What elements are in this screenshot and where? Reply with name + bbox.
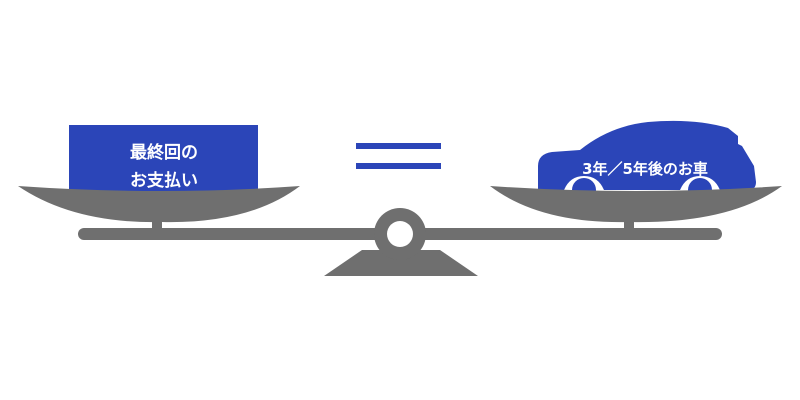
scale-pivot-hole <box>387 221 413 247</box>
car-body <box>538 120 756 190</box>
final-payment-line1: 最終回の <box>130 142 198 163</box>
scale-stand <box>324 250 478 276</box>
equals-bar-top <box>356 143 441 149</box>
final-payment-line2: お支払い <box>130 170 198 191</box>
right-pan <box>490 186 782 223</box>
equals-bar-bottom <box>356 163 441 169</box>
balance-scale-icon <box>78 208 722 276</box>
future-car-label: 3年／5年後のお車 <box>582 160 708 178</box>
left-pan <box>18 186 300 223</box>
equals-icon <box>356 143 441 169</box>
